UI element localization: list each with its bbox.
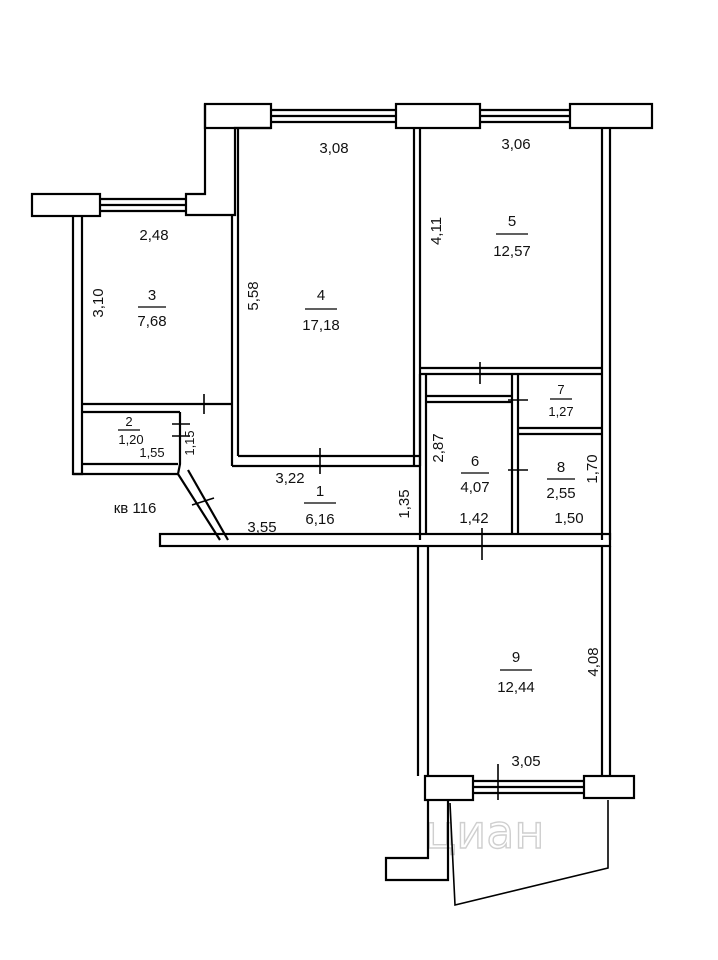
dimension-label: 1,15 [182, 430, 197, 455]
dimension-label: 1,35 [396, 489, 413, 518]
room-number: 6 [471, 453, 479, 470]
room-area: 12,44 [497, 679, 535, 696]
watermark-text: циан [425, 805, 544, 859]
dimension-label: 1,50 [554, 510, 583, 527]
dimension-label: 3,10 [90, 288, 107, 317]
room-number: 8 [557, 459, 565, 476]
room-area: 6,16 [305, 511, 334, 528]
wall-segment [203, 102, 273, 130]
dimension-label: 3,08 [319, 140, 348, 157]
room-1-label: 1 6,16 [304, 483, 336, 528]
room-9-label: 9 12,44 [497, 649, 535, 696]
wall-segment [384, 800, 450, 882]
room-3-label: 3 7,68 [137, 287, 166, 330]
room-area: 1,27 [548, 404, 573, 419]
wall-segment [582, 774, 636, 800]
room-area: 7,68 [137, 313, 166, 330]
room-area: 12,57 [493, 243, 531, 260]
dimension-label: 4,11 [428, 217, 445, 245]
room-area: 4,07 [460, 479, 489, 496]
dimension-label: 5,58 [245, 281, 262, 310]
balcony-outline [449, 800, 609, 907]
room-number: 2 [125, 414, 132, 429]
dimension-label: 1,55 [139, 445, 164, 460]
room-5-label: 5 12,57 [493, 213, 531, 260]
walls [30, 102, 654, 907]
wall-segment [394, 102, 482, 130]
room-number: 3 [148, 287, 156, 304]
dimension-label: 2,87 [430, 433, 447, 462]
dimension-label: 3,55 [247, 519, 276, 536]
room-7-label: 7 1,27 [548, 382, 573, 419]
dimension-label: 3,06 [501, 136, 530, 153]
room-number: 1 [316, 483, 324, 500]
room-number: 5 [508, 213, 516, 230]
wall-segment [568, 102, 654, 130]
wall-segment [423, 774, 475, 802]
wall-segment [184, 104, 271, 217]
door-marks [172, 362, 528, 800]
room-4-label: 4 17,18 [302, 287, 340, 334]
wall-segment [176, 412, 221, 541]
dimension-label: 1,42 [459, 510, 488, 527]
room-number: 9 [512, 649, 520, 666]
room-number: 4 [317, 287, 325, 304]
room-area: 2,55 [546, 485, 575, 502]
wall-segment [30, 192, 102, 218]
dimension-label: 3,05 [511, 753, 540, 770]
room-6-label: 6 4,07 [460, 453, 489, 496]
dimension-label: 3,22 [275, 470, 304, 487]
wall-segment [158, 532, 612, 548]
room-area: 1,20 [118, 432, 143, 447]
room-number: 7 [557, 382, 564, 397]
room-8-label: 8 2,55 [546, 459, 575, 502]
apartment-label: кв 116 [114, 500, 157, 517]
wall-segment [71, 216, 84, 476]
room-labels: 3 7,68 4 17,18 5 12,57 2 1,20 1 6,16 6 4… [118, 213, 576, 696]
room-area: 17,18 [302, 317, 340, 334]
dimension-label: 1,70 [584, 454, 601, 483]
dimension-label: 4,08 [585, 647, 602, 676]
room-2-label: 2 1,20 [118, 414, 144, 447]
dimension-labels: 2,48 3,10 3,08 5,58 3,22 3,06 4,11 1,55 … [90, 136, 602, 770]
dimension-label: 2,48 [139, 227, 168, 244]
